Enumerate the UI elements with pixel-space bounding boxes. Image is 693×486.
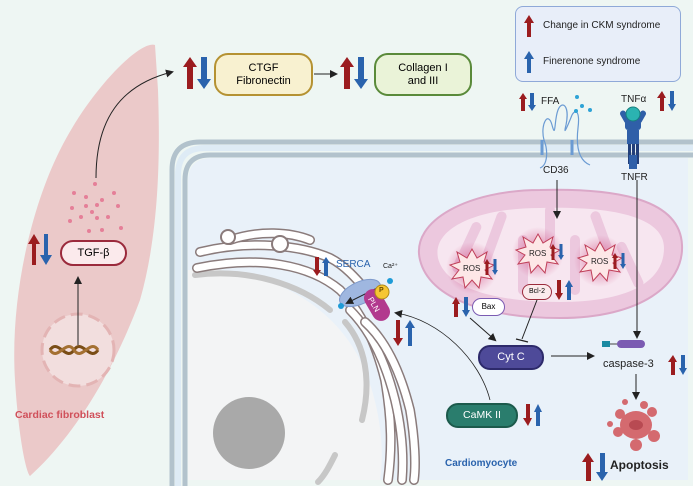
bcl2-box: Bcl-2 bbox=[522, 284, 552, 300]
ros-label-1: ROS bbox=[463, 264, 481, 273]
ros-1-regulation-arrows bbox=[484, 259, 498, 280]
cytochrome-c-label: Cyt C bbox=[497, 351, 525, 364]
collagen-box: Collagen I and III bbox=[374, 53, 472, 96]
ffa-dots bbox=[574, 95, 592, 113]
ctgf-fibronectin-box: CTGF Fibronectin bbox=[214, 53, 313, 96]
ros-burst-2 bbox=[512, 227, 564, 279]
camk2-label: CaMK II bbox=[463, 409, 501, 422]
collagen-label-2: and III bbox=[407, 74, 439, 87]
tnfr-receptor bbox=[620, 110, 646, 169]
nucleolus bbox=[213, 397, 285, 469]
ros-burst-1 bbox=[446, 242, 498, 294]
phosphate-icon bbox=[374, 284, 390, 300]
camk2-regulation-arrows bbox=[523, 404, 543, 431]
fibronectin-label: Fibronectin bbox=[236, 74, 291, 87]
ctgf-regulation-arrows bbox=[183, 57, 211, 94]
tnfa-label: TNFα bbox=[621, 94, 647, 105]
tgf-regulation-arrows bbox=[27, 234, 53, 270]
bcl2-regulation-arrows bbox=[555, 280, 573, 305]
serca-regulation-arrows bbox=[313, 257, 331, 281]
cd36-label: CD36 bbox=[543, 165, 569, 176]
legend-ckm-label: Change in CKM syndrome bbox=[543, 20, 661, 31]
ros-label-3: ROS bbox=[591, 257, 609, 266]
camk2-box: CaMK II bbox=[446, 403, 518, 428]
ctgf-label: CTGF bbox=[248, 61, 279, 74]
cd36-receptor bbox=[539, 104, 591, 169]
legend-finerenone-icon bbox=[524, 51, 534, 73]
ros-label-2: ROS bbox=[529, 249, 547, 258]
caspase-3-label: caspase-3 bbox=[603, 358, 654, 370]
cytochrome-c-box: Cyt C bbox=[478, 345, 544, 370]
collagen-label-1: Collagen I bbox=[398, 61, 448, 74]
ffa-regulation-arrows bbox=[519, 93, 537, 116]
tnfa-ligand bbox=[625, 106, 641, 122]
pln-regulation-arrows bbox=[393, 320, 415, 351]
cardiomyocyte-label: Cardiomyocyte bbox=[445, 458, 518, 469]
pln-protein bbox=[364, 289, 390, 321]
cardiomyocyte-membrane bbox=[169, 139, 693, 486]
bax-box: Bax bbox=[472, 298, 505, 316]
collagen-regulation-arrows bbox=[340, 57, 368, 94]
caspase-regulation-arrows bbox=[668, 355, 688, 380]
caspase-icon bbox=[602, 341, 610, 347]
tgf-secretion-dots bbox=[68, 182, 123, 233]
legend-finerenone-label: Finerenone syndrome bbox=[543, 56, 641, 67]
calcium-label: Ca²⁺ bbox=[383, 263, 398, 270]
ffa-label: FFA bbox=[541, 96, 560, 107]
apoptosis-label: Apoptosis bbox=[610, 458, 669, 472]
calcium-ion bbox=[387, 278, 393, 284]
ros-3-regulation-arrows bbox=[612, 253, 626, 274]
apoptotic-cell-icon bbox=[607, 399, 660, 451]
legend-box: Change in CKM syndrome Finerenone syndro… bbox=[515, 6, 681, 82]
tnfr-label: TNFR bbox=[621, 172, 648, 183]
ros-2-regulation-arrows bbox=[550, 244, 564, 265]
bax-regulation-arrows bbox=[452, 297, 470, 322]
bcl2-label: Bcl-2 bbox=[529, 287, 545, 295]
cardiac-fibroblast-label: Cardiac fibroblast bbox=[15, 409, 105, 421]
tgf-beta-box: TGF-β bbox=[60, 240, 127, 266]
serca-label: SERCA bbox=[336, 259, 371, 270]
legend-ckm-icon bbox=[524, 15, 534, 37]
bax-label: Bax bbox=[481, 302, 496, 312]
sarcoplasmic-reticulum bbox=[192, 228, 420, 485]
tnfa-regulation-arrows bbox=[657, 91, 677, 116]
phosphate-label: P bbox=[379, 287, 384, 294]
apoptosis-regulation-arrows bbox=[582, 453, 608, 486]
tgf-beta-label: TGF-β bbox=[77, 246, 110, 259]
ros-burst-3 bbox=[574, 235, 626, 287]
